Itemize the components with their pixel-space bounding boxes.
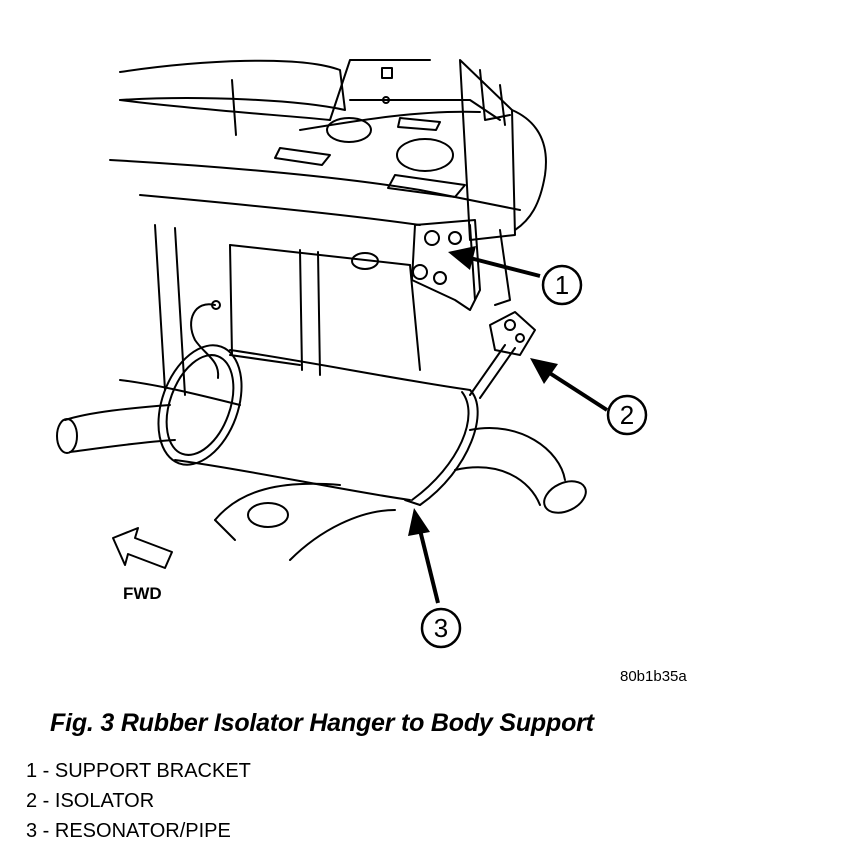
legend-item-support-bracket: 1 - SUPPORT BRACKET bbox=[26, 760, 251, 782]
body-floor-pan bbox=[109, 59, 547, 241]
figure-caption: Fig. 3 Rubber Isolator Hanger to Body Su… bbox=[50, 709, 594, 737]
forward-label: FWD bbox=[123, 584, 162, 603]
lower-floor bbox=[214, 482, 396, 561]
rubber-isolator bbox=[469, 311, 536, 399]
outlet-pipe bbox=[454, 427, 587, 514]
exhaust-hanger-illustration: 1 2 3 FWD 80b1b35a bbox=[56, 59, 687, 685]
callout-circle-2 bbox=[606, 394, 648, 436]
inlet-pipe bbox=[56, 404, 176, 454]
legend-item-resonator-pipe: 3 - RESONATOR/PIPE bbox=[26, 820, 231, 842]
callout-circle-1 bbox=[541, 264, 583, 306]
resonator bbox=[157, 344, 479, 506]
callout-label-3: 3 bbox=[434, 613, 448, 643]
forward-direction-arrow-icon bbox=[112, 527, 173, 569]
callout-arrow-1 bbox=[448, 246, 541, 278]
callout-arrow-3 bbox=[408, 508, 440, 604]
callout-circle-3 bbox=[420, 607, 462, 649]
callout-label-1: 1 bbox=[555, 270, 569, 300]
image-code: 80b1b35a bbox=[620, 668, 687, 685]
wire-hanger bbox=[190, 300, 221, 379]
legend-item-isolator: 2 - ISOLATOR bbox=[26, 790, 155, 812]
callout-arrow-2 bbox=[530, 358, 609, 412]
legend: 1 - SUPPORT BRACKET 2 - ISOLATOR 3 - RES… bbox=[26, 756, 251, 846]
callout-label-2: 2 bbox=[620, 400, 634, 430]
frame-crossmember bbox=[119, 224, 421, 406]
